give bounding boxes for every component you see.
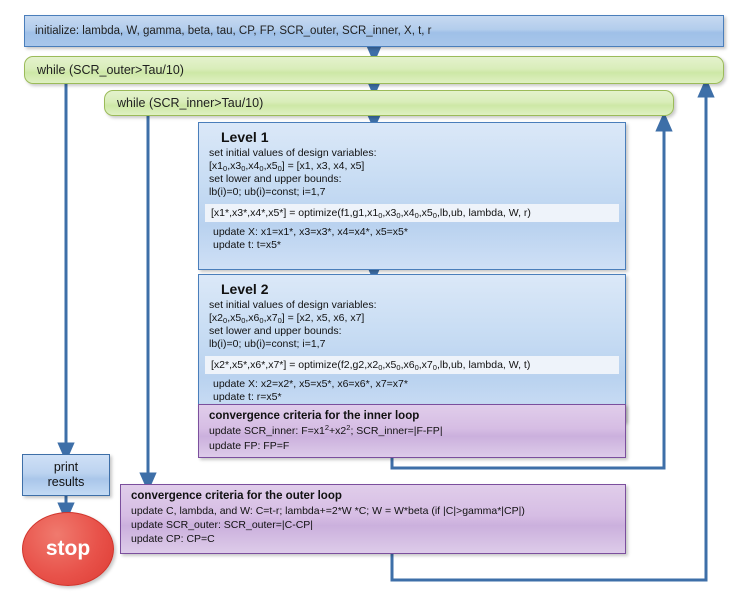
print-results-line-2: results bbox=[47, 475, 85, 489]
level-1-line-3: set lower and upper bounds: bbox=[209, 173, 342, 185]
initialize-box: initialize: lambda, W, gamma, beta, tau,… bbox=[24, 15, 724, 47]
level-2-line-3: set lower and upper bounds: bbox=[209, 325, 342, 337]
while-inner-box: while (SCR_inner>Tau/10) bbox=[104, 90, 674, 116]
feedback-outer-loop bbox=[390, 77, 715, 582]
level-2-line-1: set initial values of design variables: bbox=[209, 299, 377, 311]
convergence-outer-line-1: update C, lambda, and W: C=t-r; lambda+=… bbox=[131, 505, 525, 517]
while-outer-text: while (SCR_outer>Tau/10) bbox=[37, 63, 184, 77]
level-1-update-x: update X: x1=x1*, x3=x3*, x4=x4*, x5=x5* bbox=[213, 226, 408, 238]
level-1-line-2: [x10,x30,x40,x50] = [x1, x3, x4, x5] bbox=[209, 160, 365, 173]
level-2-line-4: lb(i)=0; ub(i)=const; i=1,7 bbox=[209, 338, 326, 350]
print-results-box: print results bbox=[22, 454, 110, 496]
level-1-box: Level 1 set initial values of design var… bbox=[198, 122, 626, 270]
level-2-box: Level 2 set initial values of design var… bbox=[198, 274, 626, 422]
stop-label: stop bbox=[45, 537, 91, 560]
while-outer-box: while (SCR_outer>Tau/10) bbox=[24, 56, 724, 84]
feedback-inner-loop bbox=[390, 111, 673, 470]
convergence-inner-box: convergence criteria for the inner loop … bbox=[198, 404, 626, 458]
level-2-title: Level 2 bbox=[221, 281, 269, 297]
level-2-update-t: update t: r=x5* bbox=[213, 391, 282, 403]
convergence-outer-title: convergence criteria for the outer loop bbox=[131, 490, 342, 502]
level-2-line-2: [x20,x50,x60,x70] = [x2, x5, x6, x7] bbox=[209, 312, 365, 325]
convergence-outer-line-3: update CP: CP=C bbox=[131, 533, 215, 545]
convergence-inner-line-1: update SCR_inner: F=x12+x22; SCR_inner=|… bbox=[209, 423, 443, 437]
while-inner-text: while (SCR_inner>Tau/10) bbox=[117, 96, 264, 110]
level-1-line-1: set initial values of design variables: bbox=[209, 147, 377, 159]
initialize-text: initialize: lambda, W, gamma, beta, tau,… bbox=[35, 25, 432, 37]
convergence-outer-line-2: update SCR_outer: SCR_outer=|C-CP| bbox=[131, 519, 314, 531]
convergence-inner-title: convergence criteria for the inner loop bbox=[209, 410, 420, 422]
level-1-title: Level 1 bbox=[221, 129, 269, 145]
level-1-update-t: update t: t=x5* bbox=[213, 239, 282, 251]
level-1-optimize-call: [x1*,x3*,x4*,x5*] = optimize(f1,g1,x10,x… bbox=[205, 204, 619, 222]
level-1-line-4: lb(i)=0; ub(i)=const; i=1,7 bbox=[209, 186, 326, 198]
level-2-update-x: update X: x2=x2*, x5=x5*, x6=x6*, x7=x7* bbox=[213, 378, 408, 390]
convergence-inner-line-2: update FP: FP=F bbox=[209, 440, 290, 452]
print-results-line-1: print bbox=[53, 460, 79, 474]
convergence-outer-box: convergence criteria for the outer loop … bbox=[120, 484, 626, 554]
level-2-optimize-call: [x2*,x5*,x6*,x7*] = optimize(f2,g2,x20,x… bbox=[205, 356, 619, 374]
stop-node: stop bbox=[22, 512, 114, 586]
